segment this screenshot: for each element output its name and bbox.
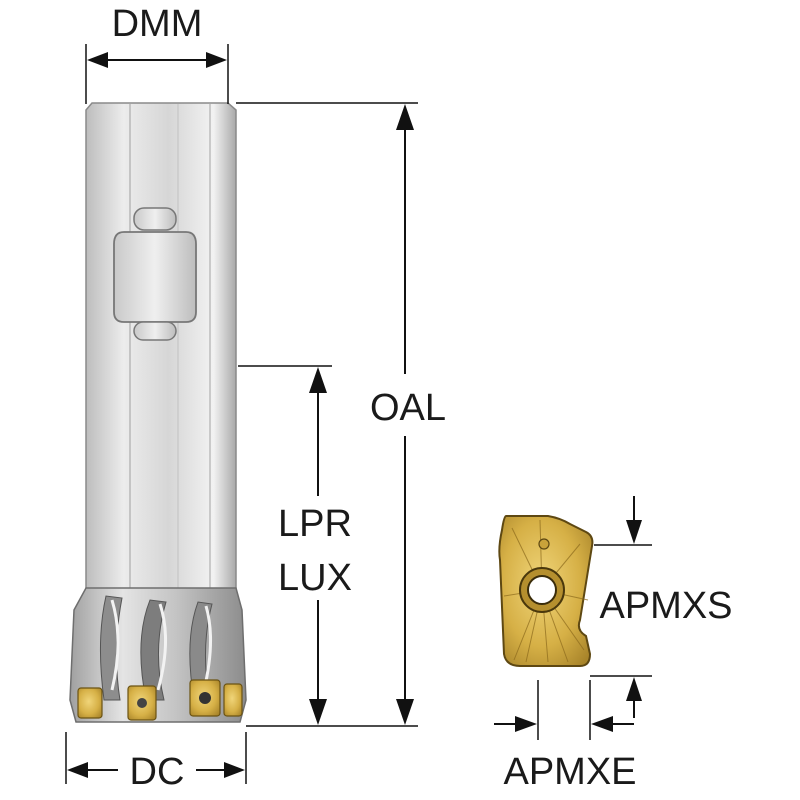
insert-detail: APMXS APMXE bbox=[494, 496, 733, 793]
insert-mark bbox=[538, 538, 550, 550]
arrow-down-icon bbox=[309, 699, 327, 725]
tool-insert bbox=[189, 679, 221, 717]
tool-insert bbox=[127, 685, 157, 721]
lux-label: LUX bbox=[278, 557, 352, 599]
tool-shank bbox=[85, 102, 237, 591]
lpr-label: LPR bbox=[278, 503, 352, 545]
arrow-up-icon bbox=[309, 367, 327, 393]
flute-highlight bbox=[156, 603, 167, 691]
tool-insert bbox=[223, 683, 243, 717]
apmxe-label: APMXE bbox=[503, 751, 636, 793]
arrow-left-icon bbox=[87, 52, 108, 68]
dmm-dimension: DMM bbox=[85, 3, 229, 104]
arrow-left-icon bbox=[591, 716, 613, 732]
dc-dimension: DC bbox=[65, 732, 247, 793]
apmxe-dimension: APMXE bbox=[494, 680, 637, 793]
arrow-right-icon bbox=[515, 716, 537, 732]
arrow-right-icon bbox=[224, 762, 245, 778]
oal-label: OAL bbox=[370, 387, 446, 429]
arrow-left-icon bbox=[67, 762, 88, 778]
clamping-flat bbox=[113, 207, 197, 341]
tool-insert bbox=[77, 687, 103, 719]
arrow-right-icon bbox=[206, 52, 227, 68]
arrow-down-icon bbox=[396, 699, 414, 725]
apmxs-label: APMXS bbox=[599, 585, 732, 627]
arrow-down-icon bbox=[626, 520, 642, 544]
end-mill-tool bbox=[69, 102, 247, 723]
arrow-up-icon bbox=[396, 104, 414, 130]
oal-dimension: OAL bbox=[236, 102, 446, 727]
flute-highlight bbox=[110, 599, 120, 691]
dmm-label: DMM bbox=[112, 3, 203, 45]
apmxs-dimension: APMXS bbox=[590, 496, 733, 718]
dc-label: DC bbox=[130, 751, 185, 793]
insert-screw-hole bbox=[527, 575, 557, 605]
flute bbox=[140, 599, 167, 701]
lpr-lux-dimension: LPR LUX bbox=[238, 365, 352, 725]
arrow-up-icon bbox=[626, 677, 642, 701]
